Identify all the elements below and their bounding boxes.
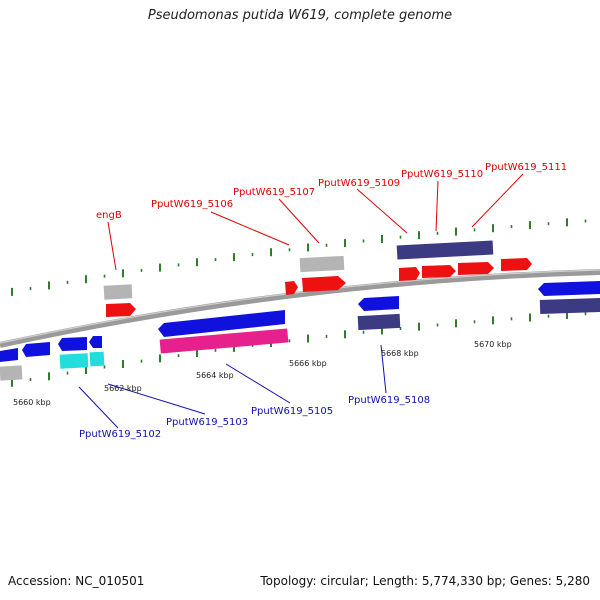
gene-blue-feature[interactable] <box>538 281 600 296</box>
gene-PputW619-5102[interactable] <box>59 353 89 369</box>
gene-label-PputW619-5103: PputW619_5103 <box>166 417 248 428</box>
gene-blue-feature[interactable] <box>58 337 87 351</box>
label-leader-lines <box>78 173 524 429</box>
gene-PputW619-5107[interactable] <box>302 276 346 292</box>
gene-PputW619-5110b[interactable] <box>458 262 494 275</box>
gene-blue-feature[interactable] <box>358 296 399 311</box>
gene-blue-feature[interactable] <box>0 348 18 362</box>
forward-strand-genes <box>103 240 532 317</box>
genome-backbone <box>0 269 600 348</box>
gene-grey-feature[interactable] <box>103 284 133 300</box>
gene-label-PputW619-5105: PputW619_5105 <box>251 406 333 417</box>
scale-tick-label: 5670 kbp <box>474 340 512 349</box>
scale-tick-label: 5668 kbp <box>381 349 419 358</box>
gene-blue-feature[interactable] <box>158 310 285 337</box>
scale-tick-label: 5664 kbp <box>196 371 234 380</box>
gene-PputW619-5105[interactable] <box>159 328 289 354</box>
gene-PputW619-5108[interactable] <box>357 313 401 331</box>
gene-navy-feature[interactable] <box>539 297 600 315</box>
gene-grey-feature[interactable] <box>299 255 345 273</box>
scale-tick-label: 5666 kbp <box>289 359 327 368</box>
gene-label-PputW619-5110: PputW619_5110 <box>401 169 483 180</box>
gene-PputW619-5106[interactable] <box>285 281 298 295</box>
gene-engB[interactable] <box>106 303 136 317</box>
genome-summary: Topology: circular; Length: 5,774,330 bp… <box>260 574 590 588</box>
outer-tick-track <box>11 218 587 296</box>
scale-tick-label: 5660 kbp <box>13 398 51 407</box>
gene-label-PputW619-5108: PputW619_5108 <box>348 395 430 406</box>
gene-grey-feature[interactable] <box>0 365 23 381</box>
scale-tick-label: 5662 kbp <box>104 384 142 393</box>
gene-PputW619-5111[interactable] <box>501 258 532 271</box>
gene-label-PputW619-5109: PputW619_5109 <box>318 178 400 189</box>
map-title: Pseudomonas putida W619, complete genome <box>147 8 453 23</box>
gene-blue-feature[interactable] <box>22 342 50 357</box>
gene-label-PputW619-5111: PputW619_5111 <box>485 162 567 173</box>
gene-label-PputW619-5107: PputW619_5107 <box>233 187 315 198</box>
genome-backbone-highlight <box>0 269 600 344</box>
accession-label: Accession: NC_010501 <box>8 574 145 588</box>
gene-PputW619-5109[interactable] <box>399 267 420 281</box>
gene-label-engB: engB <box>96 210 122 221</box>
gene-blue-feature[interactable] <box>89 336 102 348</box>
gene-PputW619-5103[interactable] <box>89 351 105 367</box>
gene-label-PputW619-5106: PputW619_5106 <box>151 199 233 210</box>
gene-navy-feature[interactable] <box>396 240 494 260</box>
reverse-strand-genes <box>0 281 600 381</box>
gene-PputW619-5110[interactable] <box>422 265 456 278</box>
gene-label-PputW619-5102: PputW619_5102 <box>79 429 161 440</box>
